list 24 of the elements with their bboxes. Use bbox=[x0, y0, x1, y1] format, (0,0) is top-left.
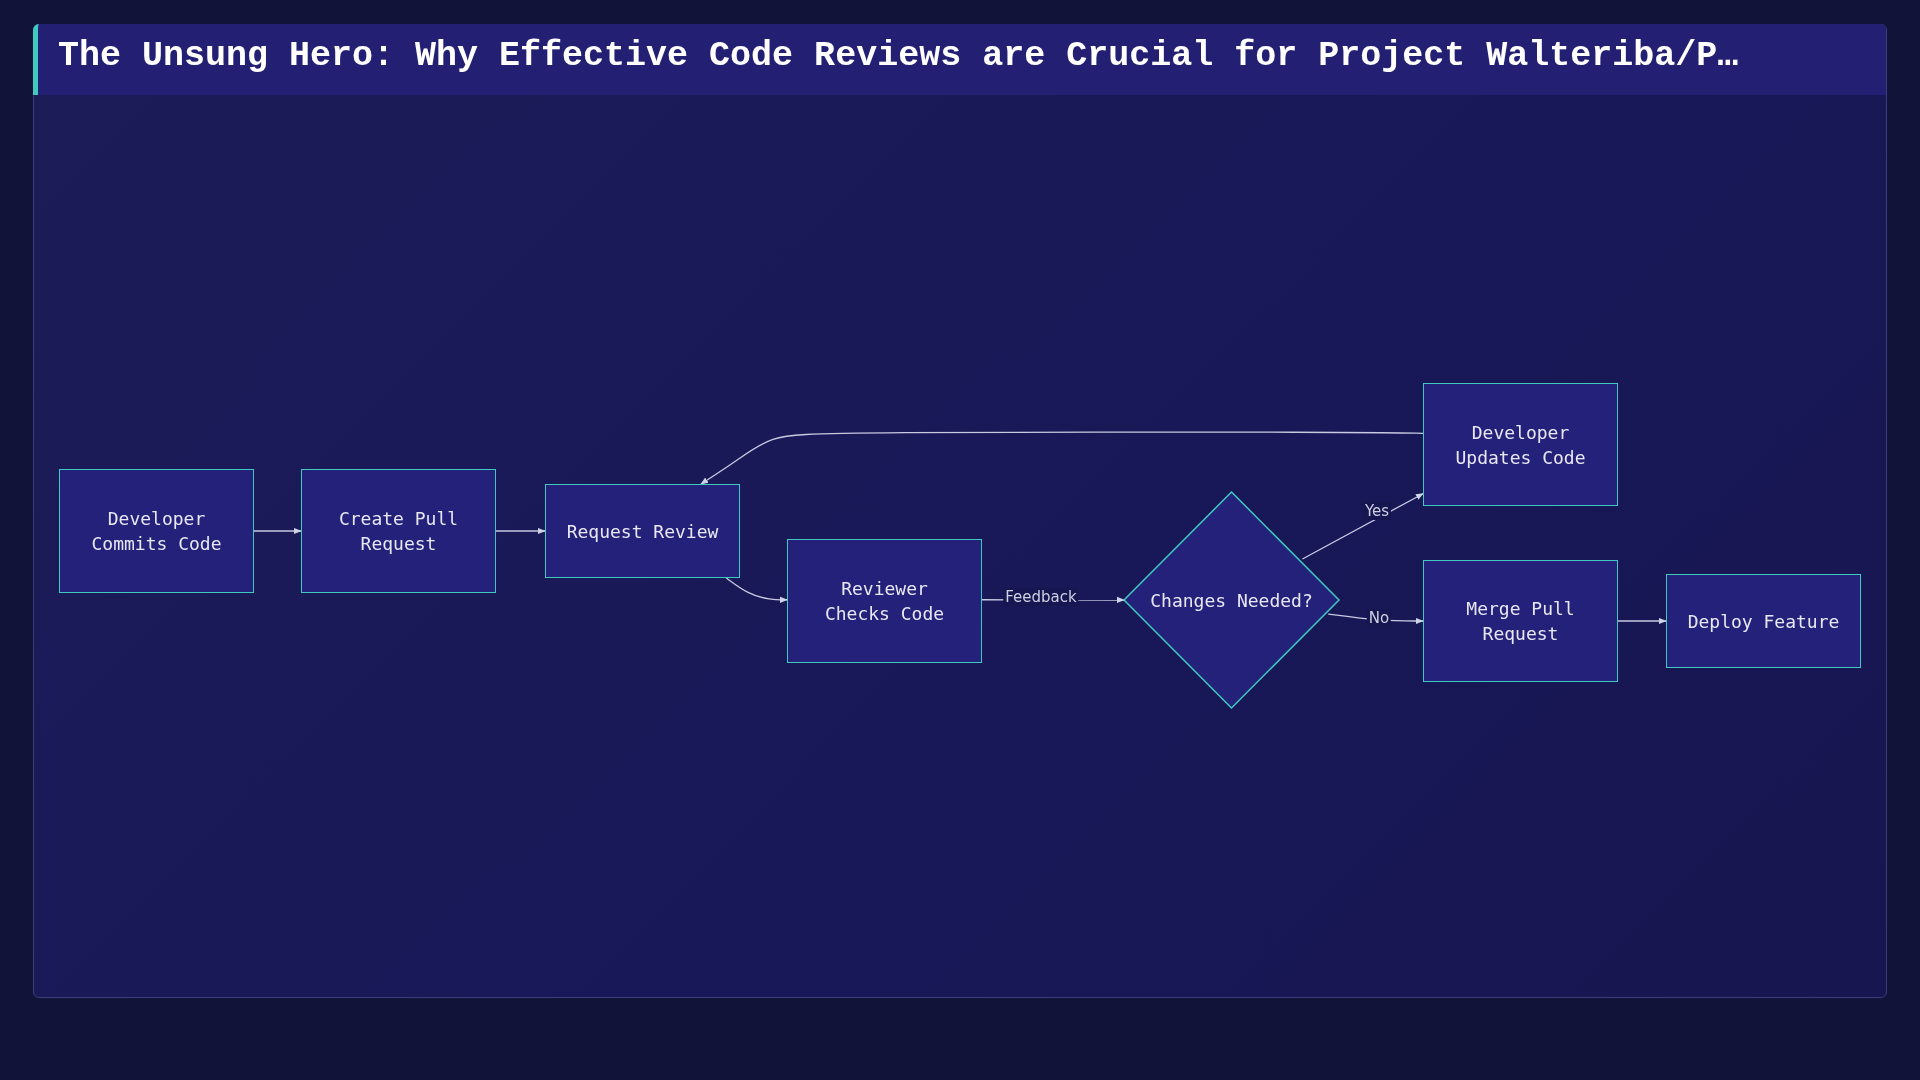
node-label: Developer Commits Code bbox=[90, 507, 223, 556]
process-box bbox=[301, 469, 496, 593]
process-box bbox=[545, 484, 740, 578]
node-label: Developer Updates Code bbox=[1454, 420, 1587, 470]
process-box bbox=[1423, 560, 1618, 682]
arrow bbox=[700, 431, 1424, 485]
arrow bbox=[495, 527, 546, 535]
node-label: Deploy Feature bbox=[1686, 609, 1841, 634]
edge-label: Feedback bbox=[1003, 588, 1079, 606]
edge-label: Yes bbox=[1362, 502, 1392, 520]
node-label: Reviewer Checks Code bbox=[823, 577, 946, 626]
arrow bbox=[725, 577, 788, 603]
node-label: Merge Pull Request bbox=[1465, 597, 1576, 646]
process-box bbox=[787, 539, 982, 663]
process-box bbox=[59, 469, 254, 593]
title: The Unsung Hero: Why Effective Code Reviews are Crucial for Project Walteriba/P… bbox=[58, 36, 1739, 76]
arrow bbox=[253, 527, 302, 535]
node-label: Changes Needed? bbox=[1149, 588, 1314, 613]
arrow bbox=[1617, 617, 1667, 625]
process-box bbox=[1423, 383, 1618, 506]
process-box bbox=[1666, 574, 1861, 668]
node-label: Request Review bbox=[565, 519, 720, 544]
node-label: Create Pull Request bbox=[337, 507, 460, 556]
edge-label: No bbox=[1366, 609, 1392, 627]
